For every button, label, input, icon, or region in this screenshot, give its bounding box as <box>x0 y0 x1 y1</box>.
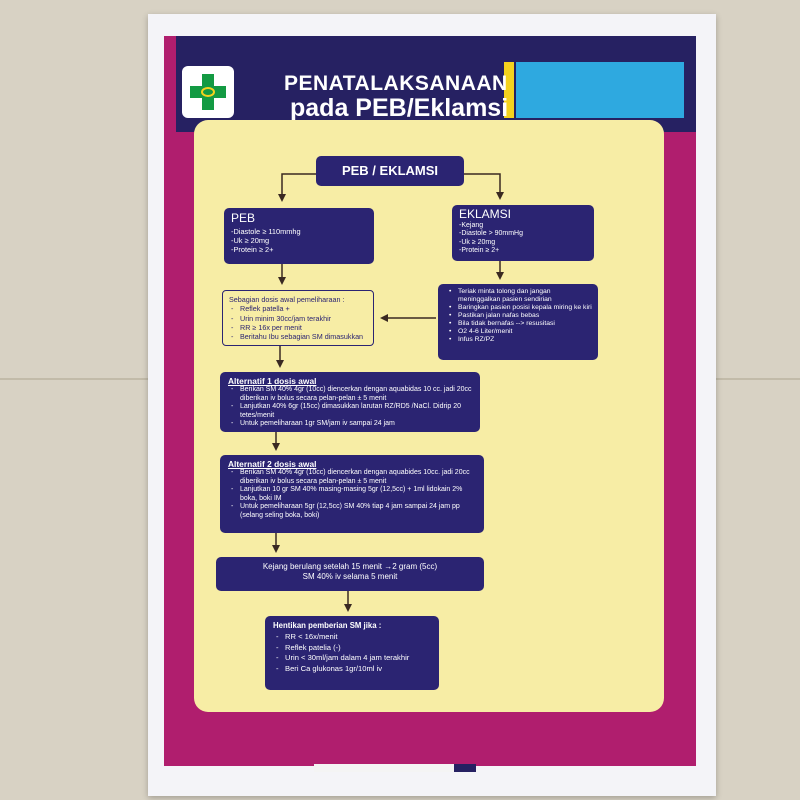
alternative-1-box: Alternatif 1 dosis awal Berikan SM 40% 4… <box>220 372 480 432</box>
stop-sm-item: Reflek patelia (-) <box>276 643 431 654</box>
peb-item: -Protein ≥ 2+ <box>231 244 274 254</box>
stop-sm-item: Urin < 30ml/jam dalam 4 jam terakhir <box>276 653 431 664</box>
maintenance-title: Sebagian dosis awal pemeliharaan : <box>229 295 345 304</box>
emergency-item: Baringkan pasien posisi kepala miring ke… <box>449 304 592 312</box>
arrow-to-eklamsi <box>464 173 504 200</box>
stop-sm-title: Hentikan pemberian SM jika : <box>273 621 382 630</box>
eklamsi-title: EKLAMSI <box>459 207 512 221</box>
peb-eklamsi-title-box: PEB / EKLAMSI <box>316 156 464 186</box>
stop-sm-box: Hentikan pemberian SM jika : RR < 16x/me… <box>265 616 439 690</box>
title-line-1: PENATALAKSANAAN <box>284 72 508 95</box>
maintenance-item: Reflek patella + <box>231 304 367 314</box>
alternative-2-item: Untuk pemeliharaan 5gr (12,5cc) SM 40% t… <box>231 503 476 520</box>
stop-sm-item: RR < 16x/menit <box>276 632 431 643</box>
alternative-2-box: Alternatif 2 dosis awal Berikan SM 40% 4… <box>220 455 484 533</box>
emergency-item: Bila tidak bernafas --> resusitasi <box>449 320 592 328</box>
peb-item: -Uk ≥ 20mg <box>231 235 270 245</box>
maintenance-item: Beritahu Ibu sebagian SM dimasukkan <box>231 332 367 342</box>
eklamsi-item: -Kejang <box>459 221 484 229</box>
peb-box: PEB -Diastole ≥ 110mmhg -Uk ≥ 20mg -Prot… <box>224 208 374 264</box>
green-cross-logo-icon <box>182 66 234 118</box>
maintenance-item: Urin minim 30cc/jam terakhir <box>231 314 367 324</box>
emergency-item: Infus RZ/PZ <box>449 336 592 344</box>
maintenance-item: RR ≥ 16x per menit <box>231 323 367 333</box>
arrow-to-peb <box>278 173 316 202</box>
emergency-item: Teriak minta tolong dan jangan meninggal… <box>449 288 592 304</box>
eklamsi-item: -Diastole > 90mmHg <box>459 230 523 238</box>
eklamsi-box: EKLAMSI -Kejang -Diastole > 90mmHg -Uk ≥… <box>452 205 594 261</box>
peb-item: -Diastole ≥ 110mmhg <box>231 226 301 236</box>
peb-title: PEB <box>231 211 256 225</box>
alternative-2-item: Lanjutkan 10 gr SM 40% masing-masing 5gr… <box>231 486 476 503</box>
title-line-2: pada PEB/Eklamsi <box>290 94 509 122</box>
alternative-1-title: Alternatif 1 dosis awal <box>228 376 317 386</box>
footer-white-bar <box>314 764 454 772</box>
alternative-1-item: Lanjutkan 40% 6gr (15cc) dimasukkan laru… <box>231 403 472 420</box>
alternative-2-item: Berikan SM 40% 4gr (10cc) diencerkan den… <box>231 469 476 486</box>
emergency-item: Pastikan jalan nafas bebas <box>449 312 592 320</box>
emergency-item: O2 4-6 Liter/menit <box>449 328 592 336</box>
alternative-1-item: Berikan SM 40% 4gr (10cc) diencerkan den… <box>231 386 472 403</box>
alternative-2-title: Alternatif 2 dosis awal <box>228 459 317 469</box>
eklamsi-item: -Uk ≥ 20mg <box>459 238 496 246</box>
stop-sm-item: Beri Ca glukonas 1gr/10ml iv <box>276 664 431 675</box>
header-cyan-block <box>516 62 684 118</box>
maintenance-box: Sebagian dosis awal pemeliharaan : Refle… <box>222 290 374 346</box>
repeat-line-1: Kejang berulang setelah 15 menit →2 gram… <box>262 562 438 571</box>
repeat-line-2: SM 40% iv selama 5 menit <box>302 571 398 581</box>
emergency-box: Teriak minta tolong dan jangan meninggal… <box>438 284 598 360</box>
header-yellow-strip <box>504 62 514 118</box>
repeat-seizure-box: Kejang berulang setelah 15 menit →2 gram… <box>216 557 484 591</box>
alternative-1-item: Untuk pemeliharaan 1gr SM/jam iv sampai … <box>231 420 472 429</box>
footer-navy-bar <box>454 764 476 772</box>
eklamsi-item: -Protein ≥ 2+ <box>459 247 500 255</box>
